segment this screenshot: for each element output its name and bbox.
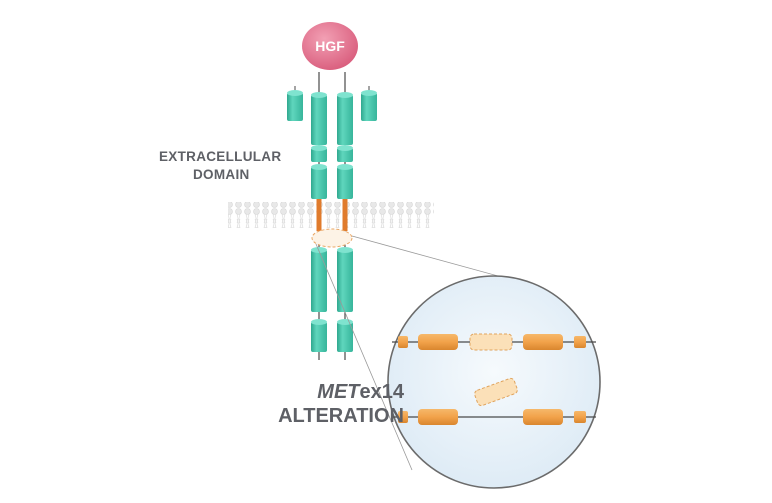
alteration-label-line1: METex14 (244, 380, 404, 404)
exon14-region-marker (311, 228, 353, 248)
altered-exon-row (392, 409, 596, 425)
domain-label-line1: EXTRACELLULAR (159, 149, 282, 164)
left-chain-intracellular (311, 247, 327, 352)
skipped-exon14 (474, 377, 518, 407)
hgf-ligand (302, 22, 358, 70)
domain-label-line2: DOMAIN (193, 167, 250, 182)
alteration-label-line2: ALTERATION (278, 405, 404, 427)
right-chain-intracellular (337, 247, 353, 352)
metex14-alteration-label: METex14 ALTERATION (244, 380, 404, 428)
zoom-connectors (315, 235, 521, 471)
left-chain-extracellular (311, 92, 327, 199)
normal-exon-row (392, 333, 596, 351)
alteration-gene: MET (317, 381, 360, 403)
exon14-normal (469, 333, 513, 351)
transmembrane-segments (316, 199, 348, 231)
side-domain-right (361, 90, 377, 121)
right-chain-extracellular (337, 92, 353, 199)
cell-membrane (228, 202, 434, 228)
hgf-label: HGF (315, 38, 345, 54)
zoom-inset (387, 275, 601, 489)
alteration-suffix: ex14 (359, 381, 405, 403)
met-receptor (287, 72, 377, 360)
side-domain-left (287, 90, 303, 121)
extracellular-domain-label: EXTRACELLULAR DOMAIN (159, 148, 329, 184)
